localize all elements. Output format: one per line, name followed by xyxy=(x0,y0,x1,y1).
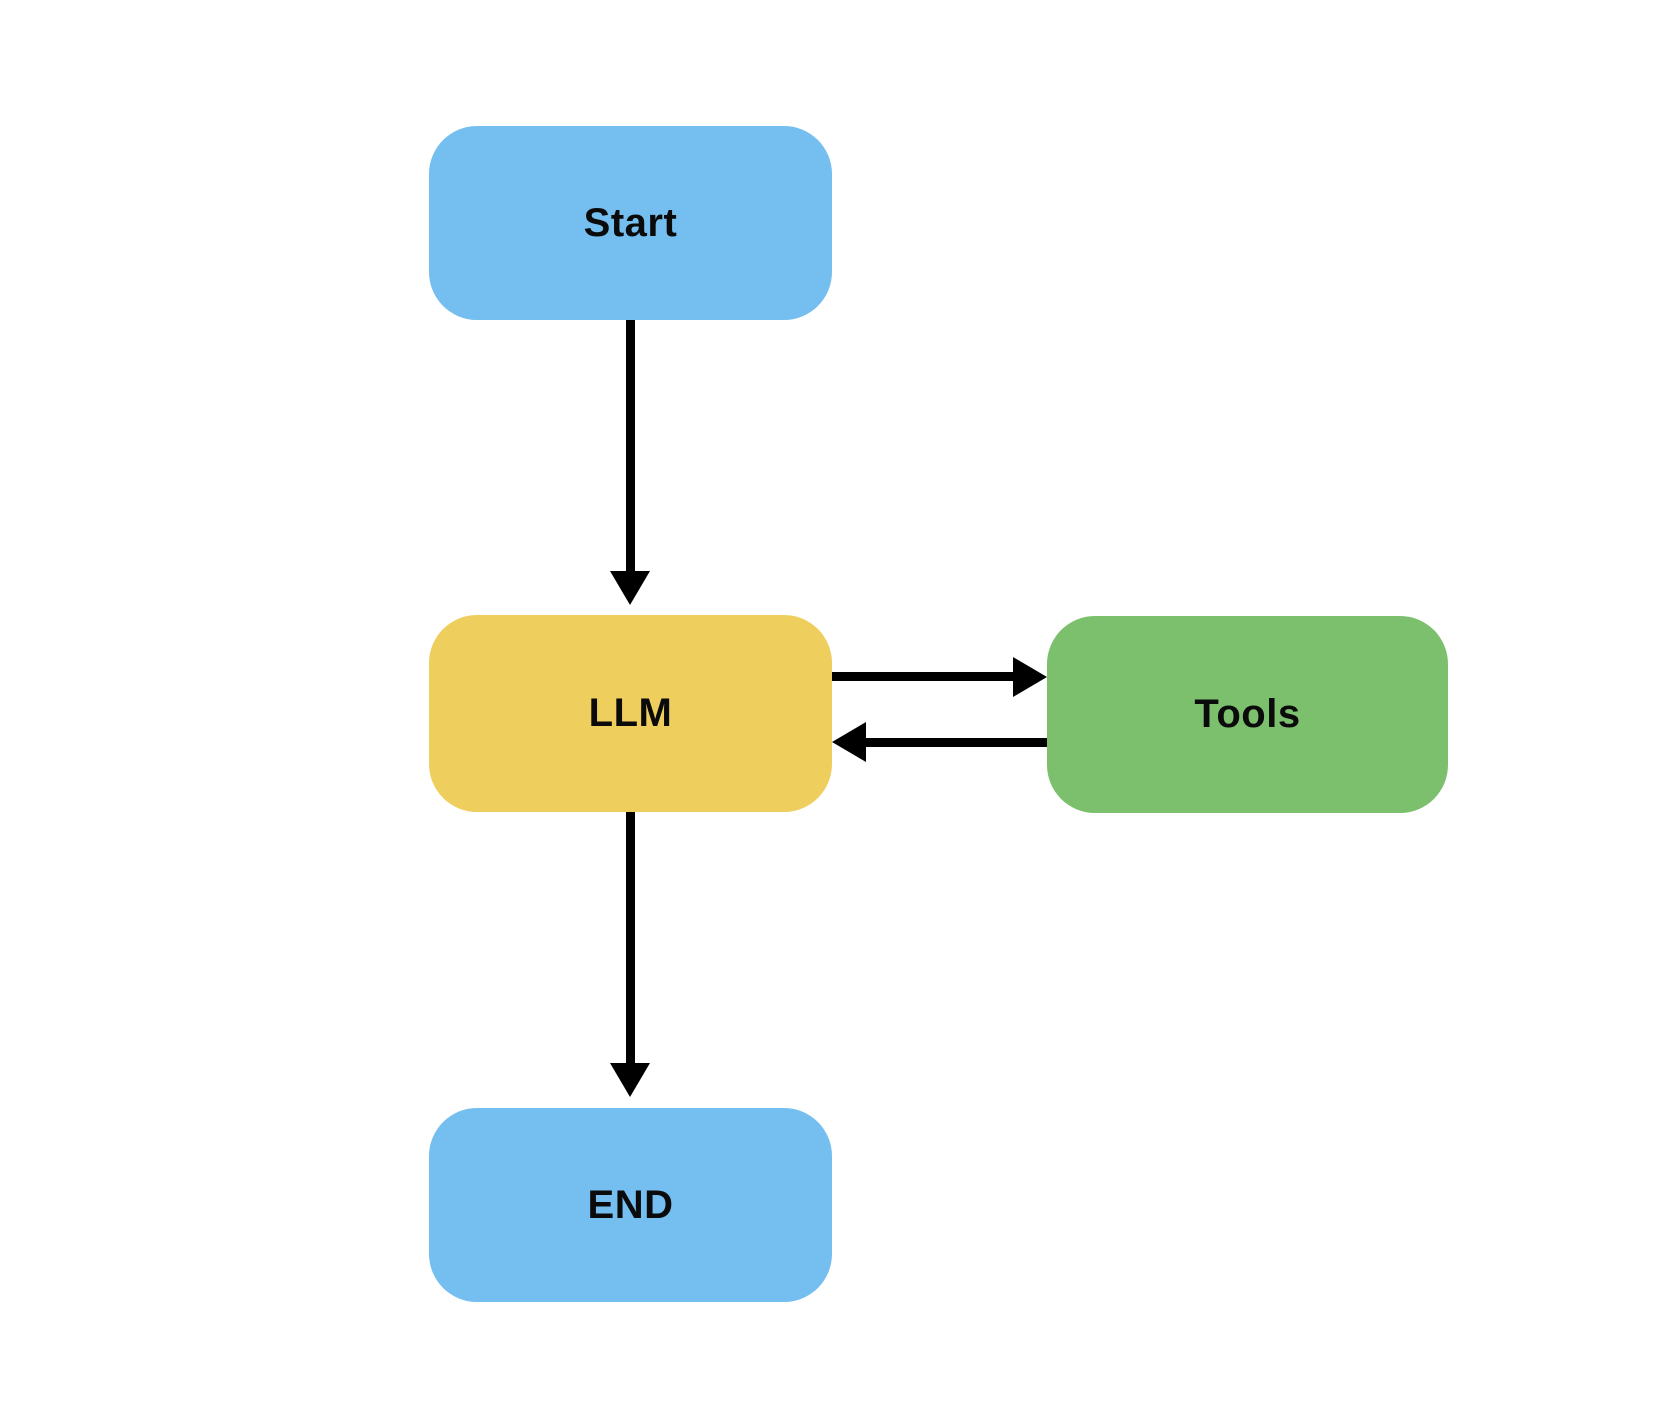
edge-start-to-llm-line xyxy=(626,320,635,571)
node-end-label: END xyxy=(587,1182,674,1227)
edge-start-to-llm-arrowhead xyxy=(610,571,650,605)
edge-tools-to-llm-arrowhead xyxy=(832,722,866,762)
edge-llm-to-end-arrowhead xyxy=(610,1063,650,1097)
node-end: END xyxy=(429,1108,832,1302)
node-tools-label: Tools xyxy=(1194,692,1301,736)
node-llm: LLM xyxy=(429,615,832,812)
node-llm-label: LLM xyxy=(588,691,673,735)
edge-llm-to-tools-arrowhead xyxy=(1013,657,1047,697)
edge-llm-to-end-line xyxy=(626,812,635,1063)
edge-tools-to-llm-line xyxy=(866,738,1047,747)
node-start: Start xyxy=(429,126,832,320)
node-tools: Tools xyxy=(1047,616,1448,813)
node-start-label: Start xyxy=(583,200,678,245)
edge-llm-to-tools-line xyxy=(832,672,1013,681)
